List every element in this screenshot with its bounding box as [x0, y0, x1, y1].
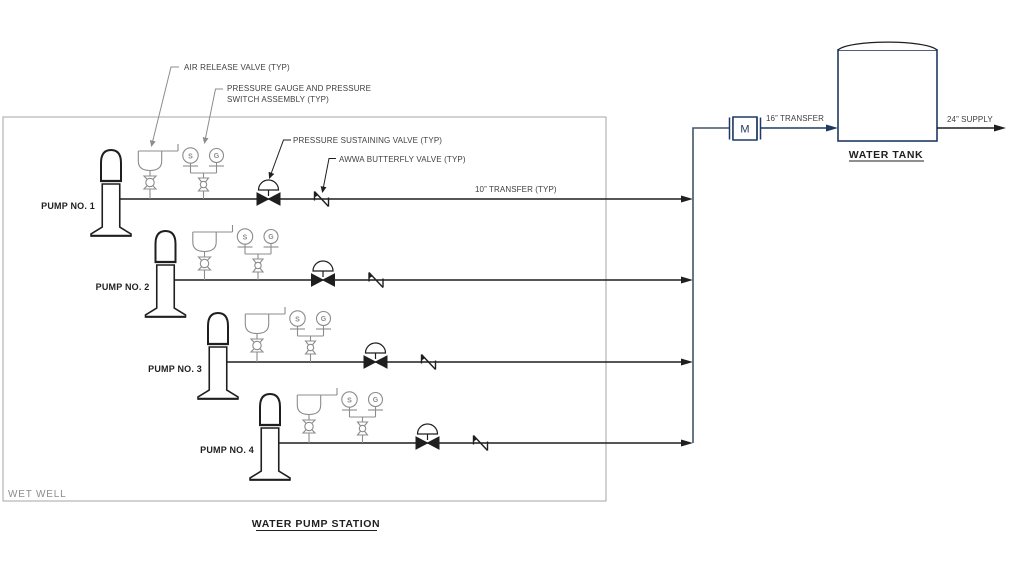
air-release-valve-symbol — [192, 224, 234, 281]
flow-arrow — [826, 124, 838, 132]
flow-arrow — [994, 124, 1006, 132]
header-manifold — [692, 127, 730, 443]
pump-unit-2: PUMP NO. 2 S G — [96, 224, 693, 319]
bfv-label: AWWA BUTTERFLY VALVE (TYP) — [339, 155, 466, 164]
pump-symbol — [89, 148, 133, 238]
gauge-letter: G — [321, 316, 327, 323]
tank-dome — [837, 41, 938, 51]
transfer-16-label: 16” TRANSFER — [766, 114, 824, 123]
transfer-16-pipe: 16” TRANSFER — [760, 114, 838, 132]
flow-arrow — [681, 358, 693, 366]
gauge-label-line1: PRESSURE GAUGE AND PRESSURE — [227, 84, 371, 93]
meter-letter: M — [740, 124, 749, 136]
flow-arrow — [681, 195, 693, 203]
pump-label: PUMP NO. 3 — [148, 364, 202, 374]
pump-symbol — [196, 311, 240, 401]
leader-line-psv — [268, 139, 291, 179]
pump-symbol — [248, 392, 292, 482]
supply-24-label: 24” SUPPLY — [947, 115, 993, 124]
pump-unit-4: PUMP NO. 4 S G — [200, 387, 693, 482]
wet-well-boundary — [2, 116, 607, 502]
leader-line-bfv — [320, 158, 336, 193]
gauge-label-line2: SWITCH ASSEMBLY (TYP) — [227, 95, 329, 104]
pump-symbol — [144, 229, 187, 319]
water-tank: WATER TANK — [837, 41, 938, 162]
gauge-letter: G — [373, 397, 379, 404]
pressure-sustaining-valve-symbol — [310, 260, 336, 287]
psv-label: PRESSURE SUSTAINING VALVE (TYP) — [293, 136, 442, 145]
wet-well-label: WET WELL — [8, 489, 66, 500]
pump-unit-3: PUMP NO. 3 S G — [148, 306, 693, 401]
pump-label: PUMP NO. 4 — [200, 445, 254, 455]
pump-label: PUMP NO. 2 — [96, 282, 150, 292]
air-release-valve-symbol — [137, 143, 179, 200]
station-title: WATER PUMP STATION — [252, 518, 380, 531]
supply-24-pipe: 24” SUPPLY — [937, 115, 1006, 132]
gauge-letter: G — [268, 234, 274, 241]
header-pipe — [692, 127, 730, 443]
pressure-sustaining-valve-symbol — [415, 423, 440, 450]
transfer-10-label: 10” TRANSFER (TYP) — [475, 185, 557, 194]
leader-line-air-release — [149, 66, 179, 147]
tank-body — [837, 49, 938, 142]
switch-letter: S — [295, 316, 300, 323]
switch-letter: S — [347, 397, 352, 404]
annotations: AIR RELEASE VALVE (TYP) PRESSURE GAUGE A… — [149, 63, 557, 194]
flow-arrow — [681, 276, 693, 284]
switch-letter: S — [243, 234, 248, 241]
pressure-sustaining-valve-symbol — [256, 179, 281, 206]
flow-arrow — [681, 439, 693, 447]
flow-meter: M — [728, 116, 762, 141]
air-release-label: AIR RELEASE VALVE (TYP) — [184, 63, 290, 72]
air-release-valve-symbol — [296, 387, 338, 444]
pump-label: PUMP NO. 1 — [41, 201, 95, 211]
air-release-valve-symbol — [244, 306, 286, 363]
tank-label: WATER TANK — [849, 149, 923, 161]
station-title-text: WATER PUMP STATION — [252, 518, 380, 530]
switch-letter: S — [188, 153, 193, 160]
leader-line-gauge — [202, 88, 223, 144]
pressure-sustaining-valve-symbol — [363, 342, 388, 369]
gauge-letter: G — [214, 153, 220, 160]
pump-unit-1: PUMP NO. 1 S G — [41, 143, 693, 238]
